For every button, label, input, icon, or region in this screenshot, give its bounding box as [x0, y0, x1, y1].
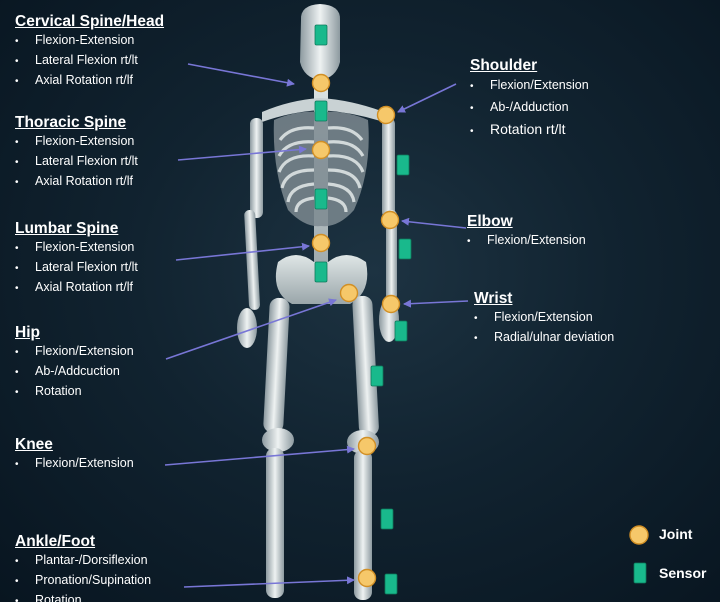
sensor-marker	[371, 366, 383, 386]
joint-marker	[378, 107, 395, 124]
group-title: Shoulder	[470, 57, 589, 75]
group-title: Knee	[15, 436, 134, 454]
group-title: Lumbar Spine	[15, 220, 138, 238]
motion-item: Lateral Flexion rt/lt	[15, 258, 138, 278]
joint-marker	[341, 285, 358, 302]
joint-marker	[383, 296, 400, 313]
arrow-cervical	[188, 64, 294, 84]
motion-item: Pronation/Supination	[15, 571, 151, 591]
motion-item: Axial Rotation rt/lf	[15, 71, 164, 91]
motion-item: Flexion-Extension	[15, 31, 164, 51]
motion-item: Flexion-Extension	[15, 238, 138, 258]
motion-item: Flexion/Extension	[474, 308, 614, 328]
joint-marker	[313, 142, 330, 159]
group-title: Thoracic Spine	[15, 114, 138, 132]
label-elbow: Elbow Flexion/Extension	[467, 213, 586, 251]
group-title: Cervical Spine/Head	[15, 13, 164, 31]
joint-marker	[313, 75, 330, 92]
sensor-marker	[399, 239, 411, 259]
motion-item: Axial Rotation rt/lf	[15, 172, 138, 192]
motion-item: Rotation	[15, 382, 134, 402]
left-leg	[262, 297, 294, 598]
joint-marker	[359, 570, 376, 587]
motion-item: Flexion/Extension	[467, 231, 586, 251]
label-knee: Knee Flexion/Extension	[15, 436, 134, 474]
motion-item: Axial Rotation rt/lf	[15, 278, 138, 298]
legend-sensor-label: Sensor	[659, 565, 706, 581]
sensor-marker	[395, 321, 407, 341]
label-thoracic-spine: Thoracic Spine Flexion-Extension Lateral…	[15, 114, 138, 192]
arrow-wrist	[404, 301, 468, 304]
motion-item: Flexion/Extension	[15, 342, 134, 362]
motion-item: Flexion/Extension	[470, 75, 589, 97]
label-hip: Hip Flexion/Extension Ab-/Addcuction Rot…	[15, 324, 134, 402]
legend-joint-icon	[630, 526, 648, 544]
label-ankle-foot: Ankle/Foot Plantar-/Dorsiflexion Pronati…	[15, 533, 151, 602]
arrow-shoulder	[398, 84, 456, 112]
motion-item: Radial/ulnar deviation	[474, 328, 614, 348]
joint-marker	[382, 212, 399, 229]
sensor-marker	[315, 262, 327, 282]
group-title: Hip	[15, 324, 134, 342]
motion-item: Ab-/Addcuction	[15, 362, 134, 382]
motion-item: Rotation	[15, 591, 151, 602]
motion-item: Ab-/Adduction	[470, 97, 589, 119]
legend-joint-label: Joint	[659, 526, 692, 542]
joint-marker	[313, 235, 330, 252]
motion-item: Rotation rt/lt	[470, 119, 589, 142]
motion-item: Lateral Flexion rt/lt	[15, 51, 164, 71]
label-shoulder: Shoulder Flexion/Extension Ab-/Adduction…	[470, 57, 589, 142]
legend-sensor-icon	[634, 563, 646, 583]
sensor-marker	[315, 101, 327, 121]
sensor-marker	[385, 574, 397, 594]
label-lumbar-spine: Lumbar Spine Flexion-Extension Lateral F…	[15, 220, 138, 298]
sensor-marker	[315, 25, 327, 45]
arrow-elbow	[402, 221, 466, 228]
motion-item: Lateral Flexion rt/lt	[15, 152, 138, 172]
label-cervical-spine: Cervical Spine/Head Flexion-Extension La…	[15, 13, 164, 91]
motion-item: Flexion/Extension	[15, 454, 134, 474]
group-title: Elbow	[467, 213, 586, 231]
motion-item: Plantar-/Dorsiflexion	[15, 551, 151, 571]
group-title: Ankle/Foot	[15, 533, 151, 551]
joint-marker	[359, 438, 376, 455]
sensor-marker	[381, 509, 393, 529]
motion-item: Flexion-Extension	[15, 132, 138, 152]
arrow-knee	[165, 449, 354, 465]
sensor-marker	[397, 155, 409, 175]
label-wrist: Wrist Flexion/Extension Radial/ulnar dev…	[474, 290, 614, 348]
sensor-marker	[315, 189, 327, 209]
group-title: Wrist	[474, 290, 614, 308]
